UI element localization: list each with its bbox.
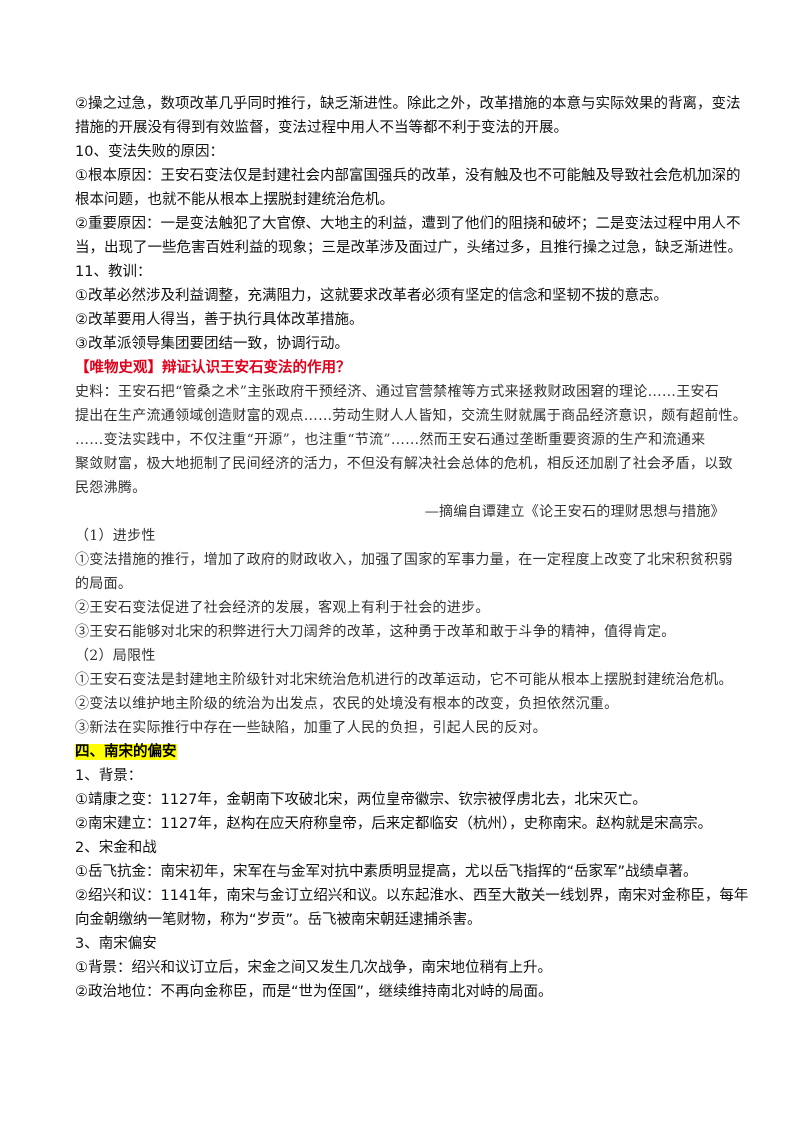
text-line: ②南宋建立：1127年，赵构在应天府称皇帝，后来定都临安（杭州），史称南宋。赵构…	[75, 816, 713, 832]
text-line: 向金朝缴纳一笔财物，称为“岁贡”。岳飞被南宋朝廷逮捕杀害。	[75, 912, 482, 928]
text-line: ②变法以维护地主阶级的统治为出发点，农民的处境没有根本的改变，负担依然沉重。	[75, 696, 619, 712]
text-line: ②改革要用人得当，善于执行具体改革措施。	[75, 312, 364, 328]
section-heading-row: 四、南宋的偏安	[75, 740, 725, 764]
text-line: ①背景：绍兴和议订立后，宋金之间又发生几次战争，南宋地位稍有上升。	[75, 960, 552, 976]
text-line: ②操之过急，数项改革几乎同时推行，缺乏渐进性。除此之外，改革措施的本意与实际效果…	[75, 96, 741, 112]
text-line: ①根本原因：王安石变法仅是封建社会内部富国强兵的改革，没有触及也不可能触及导致社…	[75, 168, 741, 184]
text-line: ①靖康之变：1127年，金朝南下攻破北宋，两位皇帝徽宗、钦宗被俘虏北去，北宋灭亡…	[75, 792, 647, 808]
paragraph-block-southern-song: 1、背景： ①靖康之变：1127年，金朝南下攻破北宋，两位皇帝徽宗、钦宗被俘虏北…	[75, 764, 749, 1004]
text-line: ③新法在实际推行中存在一些缺陷，加重了人民的负担，引起人民的反对。	[75, 720, 547, 736]
text-line: （2）局限性	[75, 648, 156, 664]
text-line: 3、南宋偏安	[75, 936, 157, 952]
text-line: 措施的开展没有得到有效监督，变法过程中用人不当等都不利于变法的开展。	[75, 120, 568, 136]
text-line: ①改革必然涉及利益调整，充满阻力，这就要求改革者必须有坚定的信念和坚韧不拔的意志…	[75, 288, 668, 304]
text-line: 1、背景：	[75, 768, 143, 784]
text-line: 当，出现了一些危害百姓利益的现象；三是改革涉及面过广，头绪过多，且推行操之过急，…	[75, 240, 742, 256]
section-heading-materialism: 【唯物史观】辩证认识王安石变法的作用？	[75, 360, 351, 376]
text-line: （1）进步性	[75, 528, 156, 544]
quote-line: 民怨沸腾。	[75, 480, 147, 496]
quote-line: 聚敛财富，极大地扼制了民间经济的活力，不但没有解决社会总体的危机，相反还加剧了社…	[75, 456, 733, 472]
text-line: ①变法措施的推行，增加了政府的财政收入，加强了国家的军事力量，在一定程度上改变了…	[75, 552, 733, 568]
text-line: 10、变法失败的原因：	[75, 144, 224, 160]
text-line: ①王安石变法是封建地主阶级针对北宋统治危机进行的改革运动，它不可能从根本上摆脱封…	[75, 672, 733, 688]
text-line: 2、宋金和战	[75, 840, 157, 856]
text-line: 11、教训：	[75, 264, 152, 280]
text-line: 的局面。	[75, 576, 133, 592]
evaluation-block: （1）进步性 ①变法措施的推行，增加了政府的财政收入，加强了国家的军事力量，在一…	[75, 524, 733, 740]
quote-block: 史料：王安石把“管桑之术”主张政府干预经济、通过官营禁榷等方式来拯救财政困窘的理…	[75, 380, 748, 524]
section-heading-southern-song: 四、南宋的偏安	[75, 744, 177, 760]
text-line: ③改革派领导集团要团结一致，协调行动。	[75, 336, 349, 352]
text-line: ②重要原因：一是变法触犯了大官僚、大地主的利益，遭到了他们的阻挠和破坏；二是变法…	[75, 216, 741, 232]
quote-line: ……变法实践中，不仅注重“开源”，也注重“节流”……然而王安石通过垄断重要资源的…	[75, 432, 706, 448]
text-line: ②王安石变法促进了社会经济的发展，客观上有利于社会的进步。	[75, 600, 490, 616]
quote-source: —摘编自谭建立《论王安石的理财思想与措施》	[424, 504, 725, 520]
paragraph-block-reform: ②操之过急，数项改革几乎同时推行，缺乏渐进性。除此之外，改革措施的本意与实际效果…	[75, 92, 742, 356]
quote-line: 史料：王安石把“管桑之术”主张政府干预经济、通过官营禁榷等方式来拯救财政困窘的理…	[75, 384, 720, 400]
text-line: ②政治地位：不再向金称臣，而是“世为侄国”，继续维持南北对峙的局面。	[75, 984, 553, 1000]
quote-line: 提出在生产流通领域创造财富的观点……劳动生财人人皆知，交流生财就属于商品经济意识…	[75, 408, 748, 424]
document-body: ②操之过急，数项改革几乎同时推行，缺乏渐进性。除此之外，改革措施的本意与实际效果…	[75, 92, 749, 1004]
text-line: ①岳飞抗金：南宋初年，宋军在与金军对抗中素质明显提高，尤以岳飞指挥的“岳家军”战…	[75, 864, 698, 880]
text-line: ③王安石能够对北宋的积弊进行大刀阔斧的改革，这种勇于改革和敢于斗争的精神，值得肯…	[75, 624, 676, 640]
text-line: 根本问题，也就不能从根本上摆脱封建统治危机。	[75, 192, 394, 208]
text-line: ②绍兴和议：1141年，南宋与金订立绍兴和议。以东起淮水、西至大散关一线划界，南…	[75, 888, 749, 904]
